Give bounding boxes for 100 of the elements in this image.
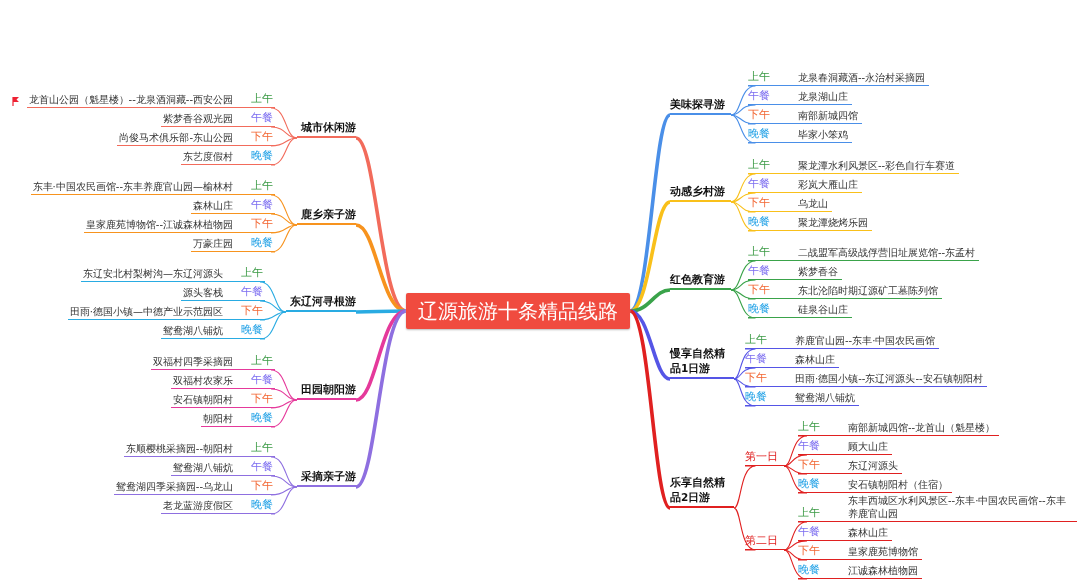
time-label: 下午 xyxy=(748,196,771,210)
place-text: 聚龙潭烧烤乐园 xyxy=(798,216,868,229)
place-text: 龙泉湖山庄 xyxy=(798,90,848,103)
place-text: 双福村农家乐 xyxy=(173,374,233,387)
place-text: 二战盟军高级战俘营旧址展览馆--东孟村 xyxy=(798,246,976,259)
schedule-topic xyxy=(745,333,940,349)
time-label: 晚餐 xyxy=(251,236,274,250)
schedule-topic xyxy=(81,266,265,282)
time-label: 下午 xyxy=(798,544,821,558)
schedule-topic xyxy=(161,323,265,339)
place-text: 东丰西城区水利风景区--东丰·中国农民画馆--东丰养鹿官山园 xyxy=(848,494,1067,520)
time-label: 上午 xyxy=(798,506,821,520)
schedule-topic xyxy=(798,544,922,560)
route-topic: 慢享自然精品1日游 xyxy=(670,346,734,379)
branch-line xyxy=(270,224,298,234)
branch-line xyxy=(259,300,287,313)
branch-line xyxy=(733,348,757,380)
route-topic: 动感乡村游 xyxy=(670,184,731,202)
schedule-topic xyxy=(748,245,980,261)
branch-line xyxy=(733,507,757,551)
place-text: 江诚森林植物园 xyxy=(848,564,918,577)
time-label: 上午 xyxy=(745,333,768,347)
time-label: 午餐 xyxy=(241,285,264,299)
route-topic: 田园朝阳游 xyxy=(297,382,356,400)
place-text: 东丰·中国农民画馆--东丰养鹿官山园—榆林村 xyxy=(32,180,233,193)
branch-line xyxy=(354,309,407,489)
schedule-topic xyxy=(83,217,275,233)
schedule-topic xyxy=(171,373,275,389)
time-label: 上午 xyxy=(251,441,274,455)
branch-line xyxy=(730,289,757,319)
time-label: 晚餐 xyxy=(251,498,274,512)
place-text: 东辽安北村梨树沟—东辽河源头 xyxy=(83,267,223,280)
schedule-topic xyxy=(748,283,942,299)
time-label: 下午 xyxy=(798,458,821,472)
time-label: 下午 xyxy=(241,304,264,318)
place-text: 硅泉谷山庄 xyxy=(798,303,848,316)
schedule-topic xyxy=(748,89,852,105)
branch-line xyxy=(270,399,298,409)
schedule-topic xyxy=(748,70,930,86)
schedule-topic xyxy=(181,285,265,301)
branch-line xyxy=(730,279,757,291)
schedule-topic xyxy=(748,158,960,174)
route-topic: 乐享自然精品2日游 xyxy=(670,475,734,508)
branch-line xyxy=(733,378,757,388)
schedule-topic xyxy=(30,179,275,195)
schedule-topic xyxy=(745,390,859,406)
time-label: 晚餐 xyxy=(251,411,274,425)
schedule-topic xyxy=(117,130,275,146)
branch-line xyxy=(730,201,757,232)
time-label: 上午 xyxy=(748,70,771,84)
time-label: 午餐 xyxy=(251,373,274,387)
branch-line xyxy=(270,388,298,401)
time-label: 晚餐 xyxy=(748,302,771,316)
schedule-topic xyxy=(798,494,1077,522)
place-text: 尚俊马术俱乐部-东山公园 xyxy=(119,131,233,144)
schedule-topic xyxy=(748,302,852,318)
schedule-topic xyxy=(181,149,275,165)
place-text: 南部新城四馆 xyxy=(798,109,858,122)
time-label: 下午 xyxy=(251,479,274,493)
time-label: 下午 xyxy=(251,217,274,231)
time-label: 晚餐 xyxy=(745,390,768,404)
place-text: 南部新城四馆--龙首山（魁星楼） xyxy=(848,421,996,434)
time-label: 上午 xyxy=(251,354,274,368)
schedule-topic xyxy=(201,411,275,427)
place-text: 东辽河源头 xyxy=(848,459,898,472)
branch-line xyxy=(730,114,757,144)
schedule-topic xyxy=(748,264,842,280)
branch-line xyxy=(270,137,298,147)
route-topic: 东辽河寻根游 xyxy=(286,294,356,312)
branch-line xyxy=(629,309,671,381)
schedule-topic xyxy=(748,127,852,143)
place-text: 田雨·德国小镇—中德产业示范园区 xyxy=(69,305,223,318)
branch-line xyxy=(270,475,298,488)
route-topic: 采摘亲子游 xyxy=(297,469,356,487)
place-text: 毕家小笨鸡 xyxy=(798,128,848,141)
place-text: 乌龙山 xyxy=(798,197,828,210)
branch-line xyxy=(629,288,671,313)
time-label: 午餐 xyxy=(745,352,768,366)
time-label: 午餐 xyxy=(798,439,821,453)
place-text: 安石镇朝阳村 xyxy=(173,393,233,406)
place-text: 东艺度假村 xyxy=(183,150,233,163)
branch-line xyxy=(733,367,757,380)
time-label: 上午 xyxy=(748,245,771,259)
schedule-topic xyxy=(745,371,987,387)
schedule-topic xyxy=(798,563,922,579)
schedule-topic xyxy=(798,420,1000,436)
place-text: 田雨·德国小镇--东辽河源头--安石镇朝阳村 xyxy=(795,372,983,385)
time-label: 晚餐 xyxy=(798,477,821,491)
schedule-topic xyxy=(798,458,902,474)
branch-line xyxy=(730,104,757,116)
place-text: 东顺樱桃采摘园--朝阳村 xyxy=(125,442,233,455)
time-label: 下午 xyxy=(748,108,771,122)
time-label: 晚餐 xyxy=(748,127,771,141)
branch-line xyxy=(783,454,808,467)
place-text: 鸳鸯湖四季采摘园--乌龙山 xyxy=(115,480,233,493)
schedule-topic xyxy=(748,108,862,124)
branch-line xyxy=(783,540,808,551)
place-text: 皇家鹿苑博物馆--江诚森林植物园 xyxy=(85,218,233,231)
place-text: 森林山庄 xyxy=(848,526,888,539)
time-label: 下午 xyxy=(748,283,771,297)
